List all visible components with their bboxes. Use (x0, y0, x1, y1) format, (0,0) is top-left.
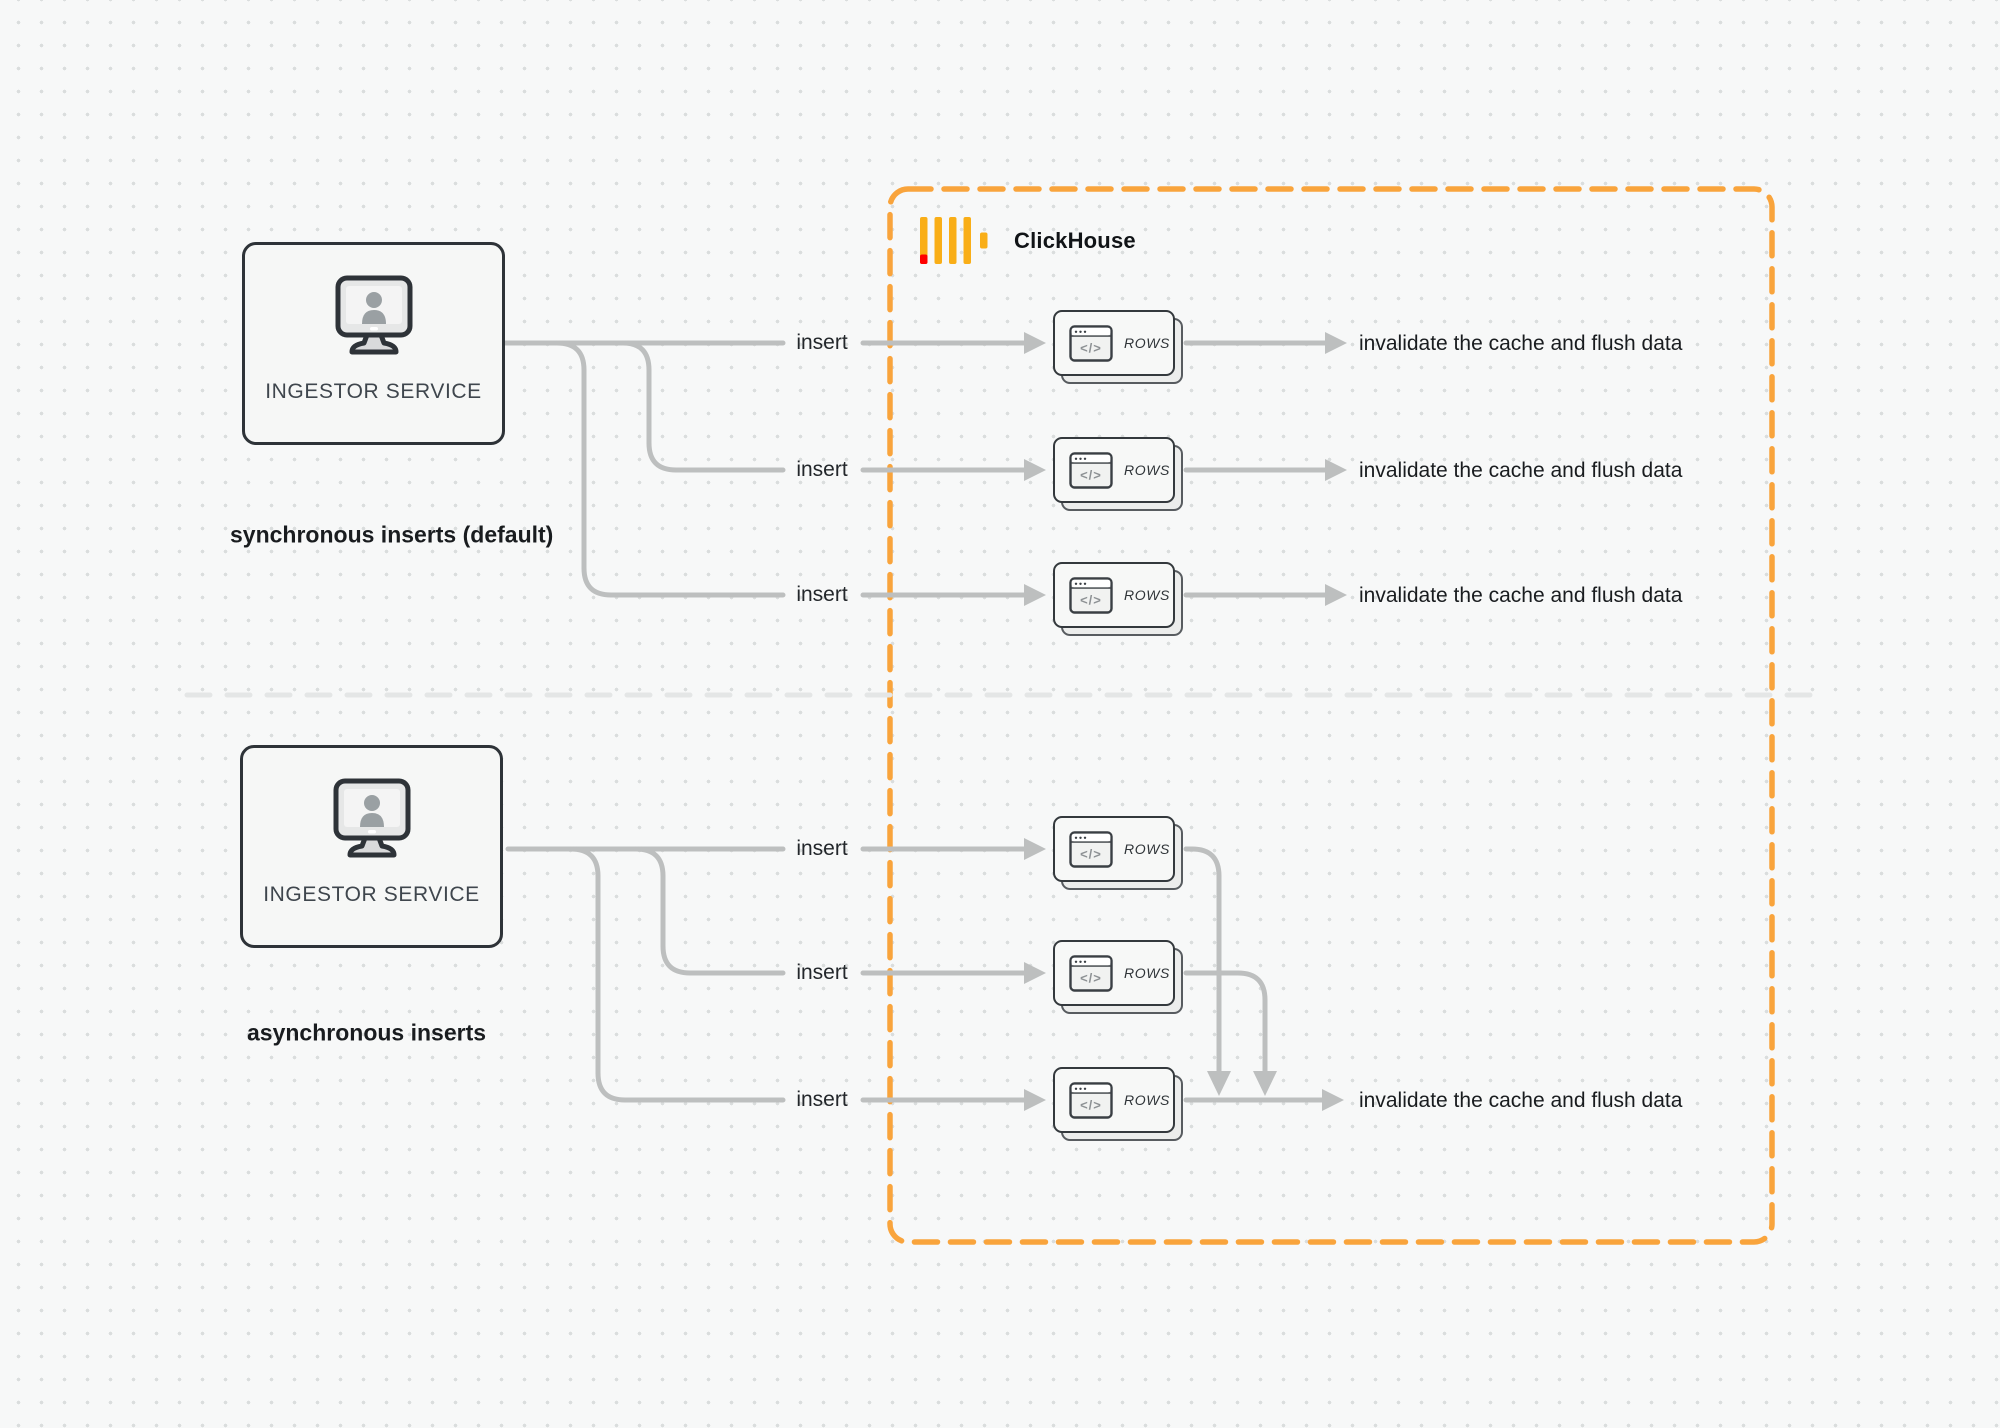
clickhouse-header: ClickHouse (920, 217, 1136, 264)
sync-insert-label: insert (796, 331, 848, 354)
clickhouse-boundary (887, 186, 1775, 1245)
clickhouse-label: ClickHouse (1014, 227, 1136, 253)
async-insert-label: insert (796, 837, 848, 860)
sync-ingestor-label: INGESTOR SERVICE (265, 380, 482, 403)
monitor-user-icon (335, 275, 412, 355)
rows-label: ROWS (1124, 462, 1170, 478)
clickhouse-logo-icon (920, 217, 988, 264)
svg-text:</>: </> (1080, 846, 1102, 861)
sync-insert-label: insert (796, 583, 848, 606)
sync-rows-card: </> ROWS (1053, 437, 1183, 511)
code-window-icon: </> (1069, 324, 1113, 362)
monitor-user-icon (333, 778, 410, 858)
async-rows-card: </> ROWS (1053, 816, 1183, 890)
sync-outcome-label: invalidate the cache and flush data (1359, 459, 1683, 482)
async-insert-label: insert (796, 961, 848, 984)
sync-rows-card: </> ROWS (1053, 562, 1183, 636)
svg-text:</>: </> (1080, 970, 1102, 985)
code-window-icon: </> (1069, 1081, 1113, 1119)
rows-label: ROWS (1124, 587, 1170, 603)
sync-insert-label: insert (796, 458, 848, 481)
sync-rows-card: </> ROWS (1053, 310, 1183, 384)
rows-label: ROWS (1124, 1092, 1170, 1108)
rows-label: ROWS (1124, 841, 1170, 857)
sync-outcome-label: invalidate the cache and flush data (1359, 332, 1683, 355)
async-rows-card: </> ROWS (1053, 940, 1183, 1014)
svg-text:</>: </> (1080, 467, 1102, 482)
async-rows-card: </> ROWS (1053, 1067, 1183, 1141)
sync-outcome-label: invalidate the cache and flush data (1359, 584, 1683, 607)
code-window-icon: </> (1069, 954, 1113, 992)
rows-label: ROWS (1124, 965, 1170, 981)
async-caption: asynchronous inserts (247, 1019, 487, 1046)
sync-caption: synchronous inserts (default) (230, 521, 554, 548)
svg-text:</>: </> (1080, 592, 1102, 607)
async-ingestor-service-box: INGESTOR SERVICE (240, 745, 503, 948)
sync-ingestor-service-box: INGESTOR SERVICE (242, 242, 505, 445)
svg-text:</>: </> (1080, 340, 1102, 355)
svg-text:</>: </> (1080, 1097, 1102, 1112)
rows-label: ROWS (1124, 335, 1170, 351)
code-window-icon: </> (1069, 451, 1113, 489)
async-ingestor-label: INGESTOR SERVICE (263, 883, 480, 906)
async-insert-label: insert (796, 1088, 848, 1111)
async-outcome-label: invalidate the cache and flush data (1359, 1089, 1683, 1112)
code-window-icon: </> (1069, 830, 1113, 868)
code-window-icon: </> (1069, 576, 1113, 614)
